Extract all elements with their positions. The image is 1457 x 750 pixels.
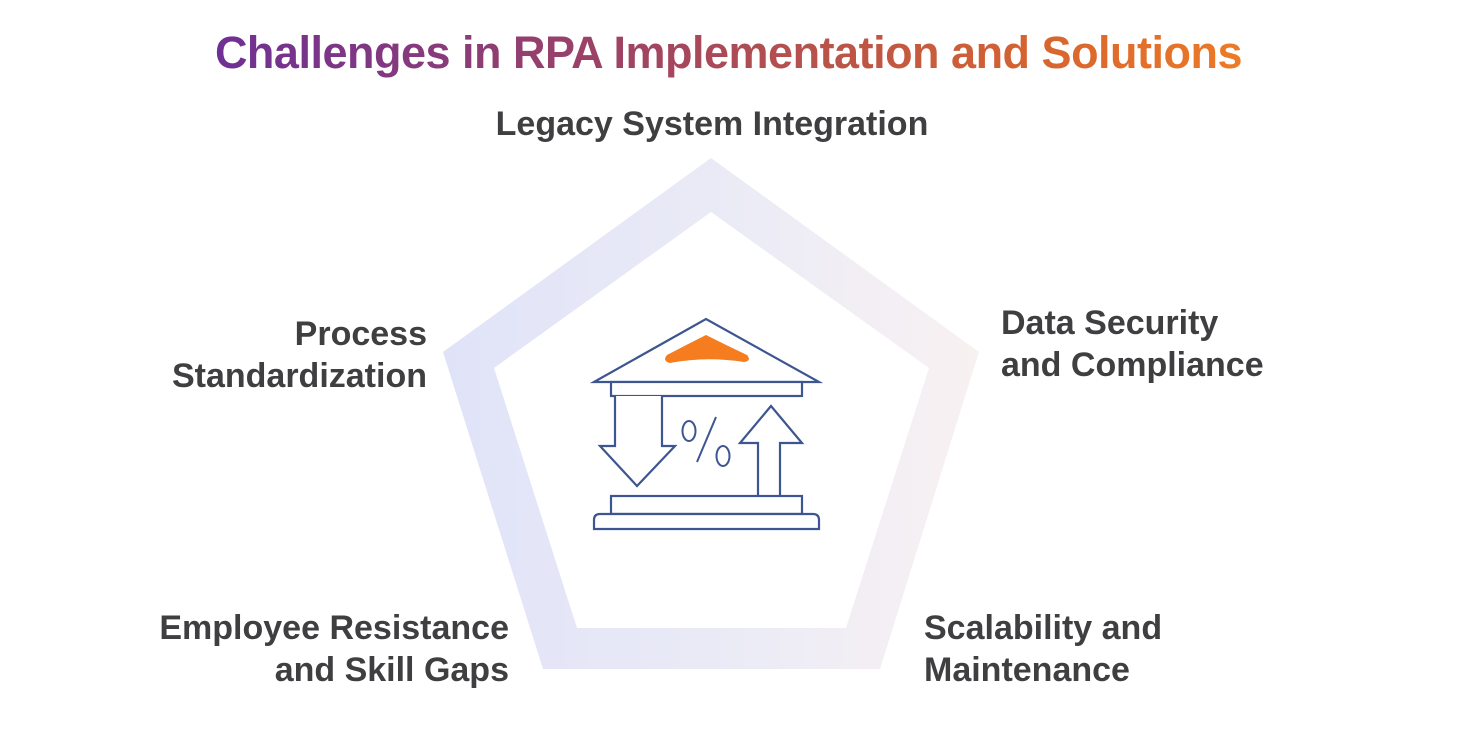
percent-symbol <box>681 416 731 467</box>
challenge-label-line: and Compliance <box>1001 346 1264 384</box>
beam <box>609 380 804 398</box>
challenge-label-line: Employee Resistance <box>159 609 509 647</box>
roof-accent <box>665 335 749 363</box>
pentagon-ring <box>443 158 979 669</box>
challenge-label-line: and Skill Gaps <box>274 651 509 689</box>
challenge-scalability-maintenance: Scalability and Maintenance <box>924 607 1162 691</box>
challenge-label-line: Process <box>294 315 427 353</box>
bank-percent-icon <box>589 317 824 531</box>
up-arrow <box>737 404 805 496</box>
challenge-label-line: Standardization <box>171 357 427 395</box>
base-platform <box>592 512 821 531</box>
base-step <box>609 494 804 516</box>
challenge-legacy-system-integration: Legacy System Integration <box>0 103 1424 145</box>
challenge-label-line: Data Security <box>1001 304 1219 342</box>
challenge-label-line: Maintenance <box>924 651 1130 689</box>
challenge-data-security-compliance: Data Security and Compliance <box>1001 302 1264 386</box>
challenge-label-line: Legacy System Integration <box>495 105 929 143</box>
challenge-process-standardization: Process Standardization <box>172 313 427 397</box>
challenge-label-line: Scalability and <box>924 609 1163 647</box>
down-arrow <box>597 396 678 488</box>
challenge-employee-resistance-skill-gaps: Employee Resistance and Skill Gaps <box>159 607 509 691</box>
